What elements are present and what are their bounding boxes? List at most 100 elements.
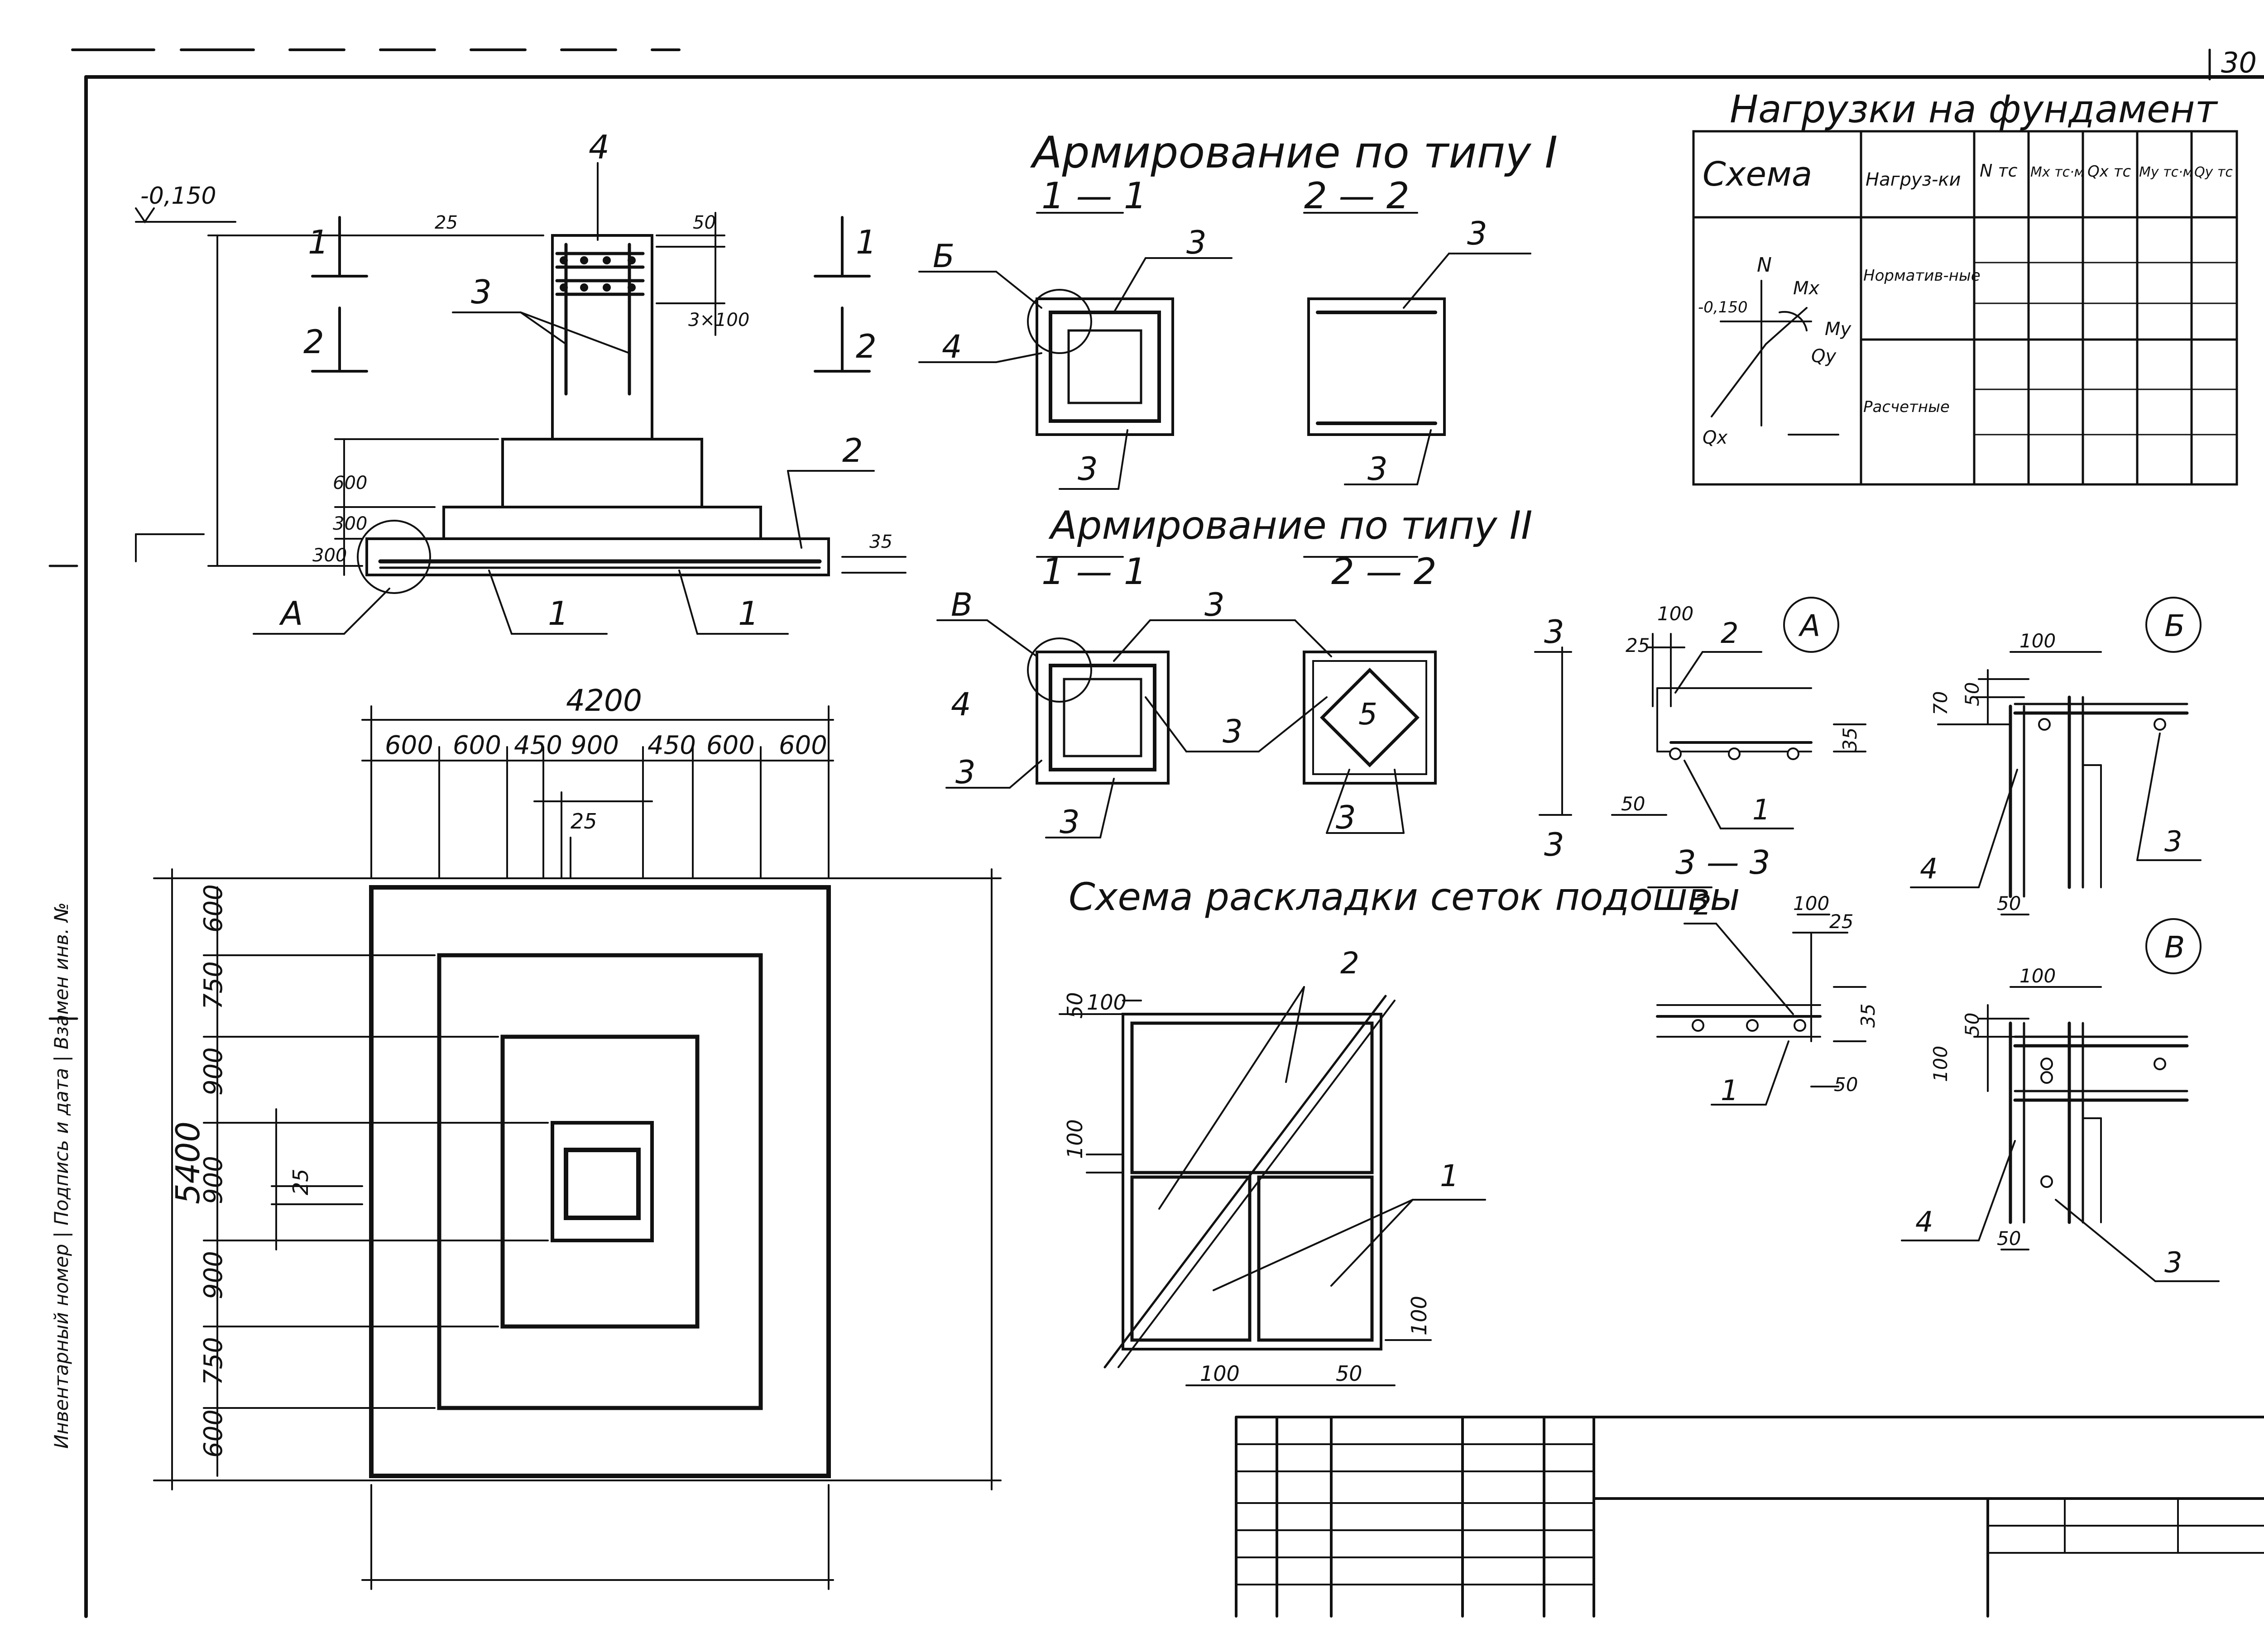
mesh-dim-4: 100 <box>1200 1361 1240 1386</box>
mesh-label-2: 2 <box>1340 946 1359 981</box>
type2-label-4: 4 <box>951 686 971 723</box>
reinforcement-type1 <box>918 212 1531 490</box>
detail-B-dim-50: 50 <box>1961 682 1983 706</box>
mesh-dim-0: 100 <box>1087 990 1127 1015</box>
dim-300a: 300 <box>333 513 367 534</box>
type2-label-3b: 3 <box>955 754 976 791</box>
level-label: -0,150 <box>140 182 216 210</box>
plan-h-3: 900 <box>199 1156 228 1204</box>
plan-h-2: 900 <box>199 1047 228 1096</box>
rebar-dots <box>560 256 636 292</box>
cut-2-left: 2 <box>303 323 324 361</box>
sheet-number: 30 <box>2221 46 2257 79</box>
node-V-circle <box>1027 637 1092 703</box>
type2-label-5: 5 <box>1358 697 1377 732</box>
dim-300b: 300 <box>312 545 347 566</box>
section-3-3-title: 3 — 3 <box>1675 843 1770 881</box>
th-N: N тс <box>1980 161 2018 181</box>
detail-V-dim-100: 100 <box>2019 965 2056 987</box>
plan-h-0: 600 <box>199 884 228 933</box>
label-pos1b: 1 <box>738 594 759 632</box>
mesh-dim-1: 50 <box>1063 992 1087 1019</box>
type1-s22: 2 — 2 <box>1304 175 1410 217</box>
scheme-Qx: Qx <box>1703 427 1727 448</box>
plan-dims <box>153 705 1002 1590</box>
plan-h-5: 750 <box>199 1337 228 1385</box>
plan-h-small: 25 <box>288 1168 313 1195</box>
foundation-elevation <box>135 162 907 635</box>
side-stamp-ticks <box>48 565 78 1020</box>
foundation-slab <box>365 537 830 576</box>
detail-V-dim-50: 50 <box>1961 1013 1983 1037</box>
title-mesh: Схема раскладки сеток подошвы <box>1069 875 1740 919</box>
step-upper <box>501 438 703 508</box>
plan-h-4: 900 <box>199 1251 228 1299</box>
detail-B-label-4: 4 <box>1920 852 1938 885</box>
plan-w-2: 450 <box>514 731 562 760</box>
type1-label-3b: 3 <box>1078 450 1098 488</box>
detail-V-label-4: 4 <box>1915 1205 1933 1238</box>
detail-A-dim-50: 50 <box>1621 793 1645 815</box>
type1-label-4: 4 <box>942 328 962 365</box>
plan-column-inner <box>564 1148 641 1220</box>
reinforcement-type2 <box>936 556 1437 838</box>
type2-label-3a: 3 <box>1204 586 1225 623</box>
type1-label-3d: 3 <box>1367 450 1388 488</box>
type2-label-3c: 3 <box>1060 804 1080 841</box>
plan-h-6: 600 <box>199 1409 228 1458</box>
s33-dim-35: 35 <box>1857 1004 1879 1028</box>
dim-35: 35 <box>869 532 892 552</box>
cut-1-left: 1 <box>308 223 329 261</box>
row-normative: Норматив-ные <box>1863 267 1981 285</box>
row-design: Расчетные <box>1863 398 1950 416</box>
cut-1-right: 1 <box>856 223 877 261</box>
detail-A-label-2: 2 <box>1721 617 1738 650</box>
type1-label-B: Б <box>933 238 955 275</box>
label-pos2: 2 <box>842 431 863 469</box>
detail-A-dim-35: 35 <box>1839 728 1861 752</box>
label-pos4: 4 <box>589 128 609 166</box>
sheet-frame <box>71 48 2264 1618</box>
detail-A-cut3-bot: 3 <box>1544 826 1564 863</box>
side-stamp: Инвентарный номер | Подпись и дата | Вза… <box>50 902 72 1449</box>
plan-column <box>551 1121 654 1242</box>
scheme-Qy: Qy <box>1811 346 1837 367</box>
detail-V-dim-100b: 100 <box>1929 1046 1952 1082</box>
plan-w-1: 600 <box>453 731 501 760</box>
plan-w-5: 600 <box>706 731 755 760</box>
detail-A-cut3-top: 3 <box>1544 613 1564 651</box>
plan-w-small: 25 <box>571 809 597 833</box>
plan-w-0: 600 <box>385 731 433 760</box>
s33-dim-25: 25 <box>1829 910 1853 933</box>
plan-step1 <box>437 953 763 1410</box>
cut-2-right: 2 <box>856 327 877 365</box>
plan-step2 <box>500 1034 700 1329</box>
label-node-A: А <box>279 594 303 632</box>
type2-s11: 1 — 1 <box>1041 551 1147 593</box>
mesh-dim-2: 100 <box>1063 1119 1087 1159</box>
th-My: My тс·м <box>2139 164 2193 180</box>
plan-w-4: 450 <box>648 731 696 760</box>
plan-w-6: 600 <box>779 731 827 760</box>
type1-label-3a: 3 <box>1186 224 1207 261</box>
dim-25: 25 <box>435 212 458 233</box>
dim-3x100: 3×100 <box>688 310 749 330</box>
plan-width-total: 4200 <box>566 683 642 718</box>
th-Qx: Qx тс <box>2087 163 2131 181</box>
type2-s22: 2 — 2 <box>1331 551 1437 593</box>
scheme-My: My <box>1825 319 1852 340</box>
leaders <box>253 162 875 635</box>
detail-A-dim-25: 25 <box>1626 634 1650 656</box>
detail-V-title: В <box>2164 930 2185 965</box>
type2-label-3e: 3 <box>1336 799 1356 836</box>
type2-label-3d: 3 <box>1223 713 1243 750</box>
plan-outer <box>369 885 831 1478</box>
s33-dim-50: 50 <box>1834 1073 1858 1096</box>
detail-V-label-3: 3 <box>2164 1246 2182 1279</box>
detail-A <box>1534 597 1866 829</box>
step-middle <box>442 506 762 540</box>
detail-A-title: А <box>1798 608 1820 643</box>
title-loads: Нагрузки на фундамент <box>1730 87 2218 131</box>
detail-V <box>1901 918 2220 1282</box>
detail-B-label-3: 3 <box>2164 825 2182 858</box>
